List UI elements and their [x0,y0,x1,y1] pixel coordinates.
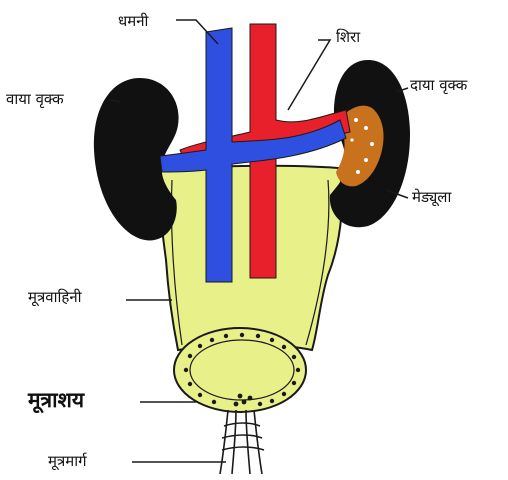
leader-vein [288,40,330,110]
label-ureter: मूत्रवाहिनी [28,290,82,305]
label-left-kidney: वाया वृक्क [6,92,64,107]
label-right-kidney: दाया वृक्क [410,78,467,93]
label-medulla: मेड्यूला [412,190,451,205]
label-urethra: मूत्रमार्ग [48,454,87,469]
label-bladder: मूत्राशय [28,390,84,411]
label-artery: धमनी [118,14,148,29]
urethra [220,410,264,474]
label-vein: शिरा [336,30,360,45]
